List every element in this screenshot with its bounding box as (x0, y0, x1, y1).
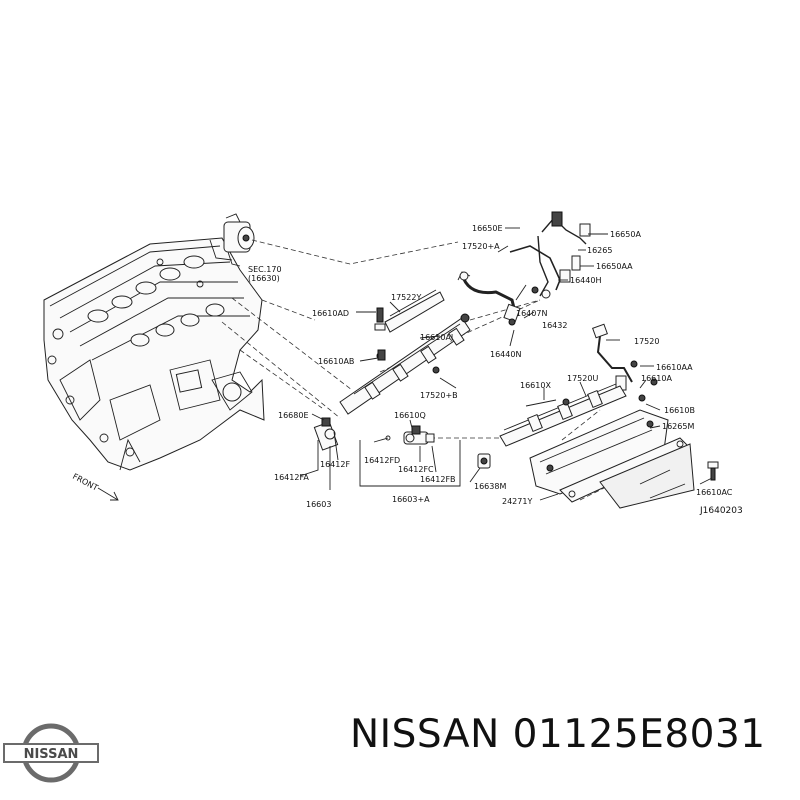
label-16440n: 16440N (490, 350, 521, 359)
label-16610aj: 16610AJ (420, 333, 453, 342)
front-direction-indicator: FRONT (71, 472, 119, 501)
label-16265: 16265 (587, 246, 612, 255)
label-16412fd: 16412FD (364, 456, 400, 465)
front-arrow-icon (97, 487, 119, 501)
label-17522y: 17522Y (391, 293, 421, 302)
label-drawing-id: J1640203 (699, 506, 743, 516)
fuel-hose-17520a (457, 271, 521, 326)
bolt-16610ab (377, 349, 386, 361)
label-16650a: 16650A (610, 230, 641, 239)
bolt-16610ac (707, 461, 719, 481)
label-16412fc: 16412FC (398, 465, 434, 474)
part-number-caption: NISSAN 01125E8031 (350, 712, 766, 757)
label-16610b: 16610B (664, 406, 695, 415)
fuel-rail-lower (499, 383, 646, 447)
label-16650e: 16650E (472, 224, 503, 233)
fuel-rail (339, 289, 471, 415)
bolt-16610ad (374, 307, 386, 331)
nissan-logo: NISSAN (3, 723, 99, 783)
label-16610aa: 16610AA (656, 363, 693, 372)
label-16603: 16603 (306, 500, 331, 509)
label-16610ad: 16610AD (312, 309, 349, 318)
fuel-pump-sec170 (223, 213, 255, 267)
harness-16650 (509, 211, 591, 299)
label-16432: 16432 (542, 321, 567, 330)
label-16610ab: 16610AB (318, 357, 354, 366)
label-sec170: SEC.170 (248, 265, 282, 274)
label-16680e: 16680E (278, 411, 309, 420)
label-17520a: 17520+A (462, 242, 500, 251)
injector-16603a (385, 425, 435, 445)
injector-16603 (313, 417, 339, 490)
label-16610a: 16610A (641, 374, 672, 383)
label-16412fa: 16412FA (274, 473, 309, 482)
logo-text: NISSAN (24, 747, 79, 762)
label-16603a: 16603+A (392, 495, 430, 504)
label-sec170-sub: (16630) (248, 274, 280, 283)
gasket-24271y (559, 437, 695, 509)
label-16412fb: 16412FB (420, 475, 456, 484)
label-17520u: 17520U (567, 374, 598, 383)
label-front: FRONT (71, 472, 99, 493)
leader-lines (299, 227, 713, 501)
label-17520b: 17520+B (420, 391, 458, 400)
label-16610q: 16610Q (394, 411, 426, 420)
label-16610x: 16610X (520, 381, 551, 390)
seal-16638m (477, 453, 491, 469)
label-16650aa: 16650AA (596, 262, 633, 271)
engine-block-illustration (43, 237, 265, 471)
label-17520: 17520 (634, 337, 659, 346)
label-16638m: 16638M (474, 482, 506, 491)
label-16610ac: 16610AC (696, 488, 733, 497)
label-16440h: 16440H (570, 276, 601, 285)
fuel-hose-17520 (592, 323, 658, 391)
label-16407n: 16407N (516, 309, 547, 318)
label-24271y: 24271Y (502, 497, 532, 506)
label-16265m: 16265M (662, 422, 694, 431)
label-16412f: 16412F (320, 460, 350, 469)
